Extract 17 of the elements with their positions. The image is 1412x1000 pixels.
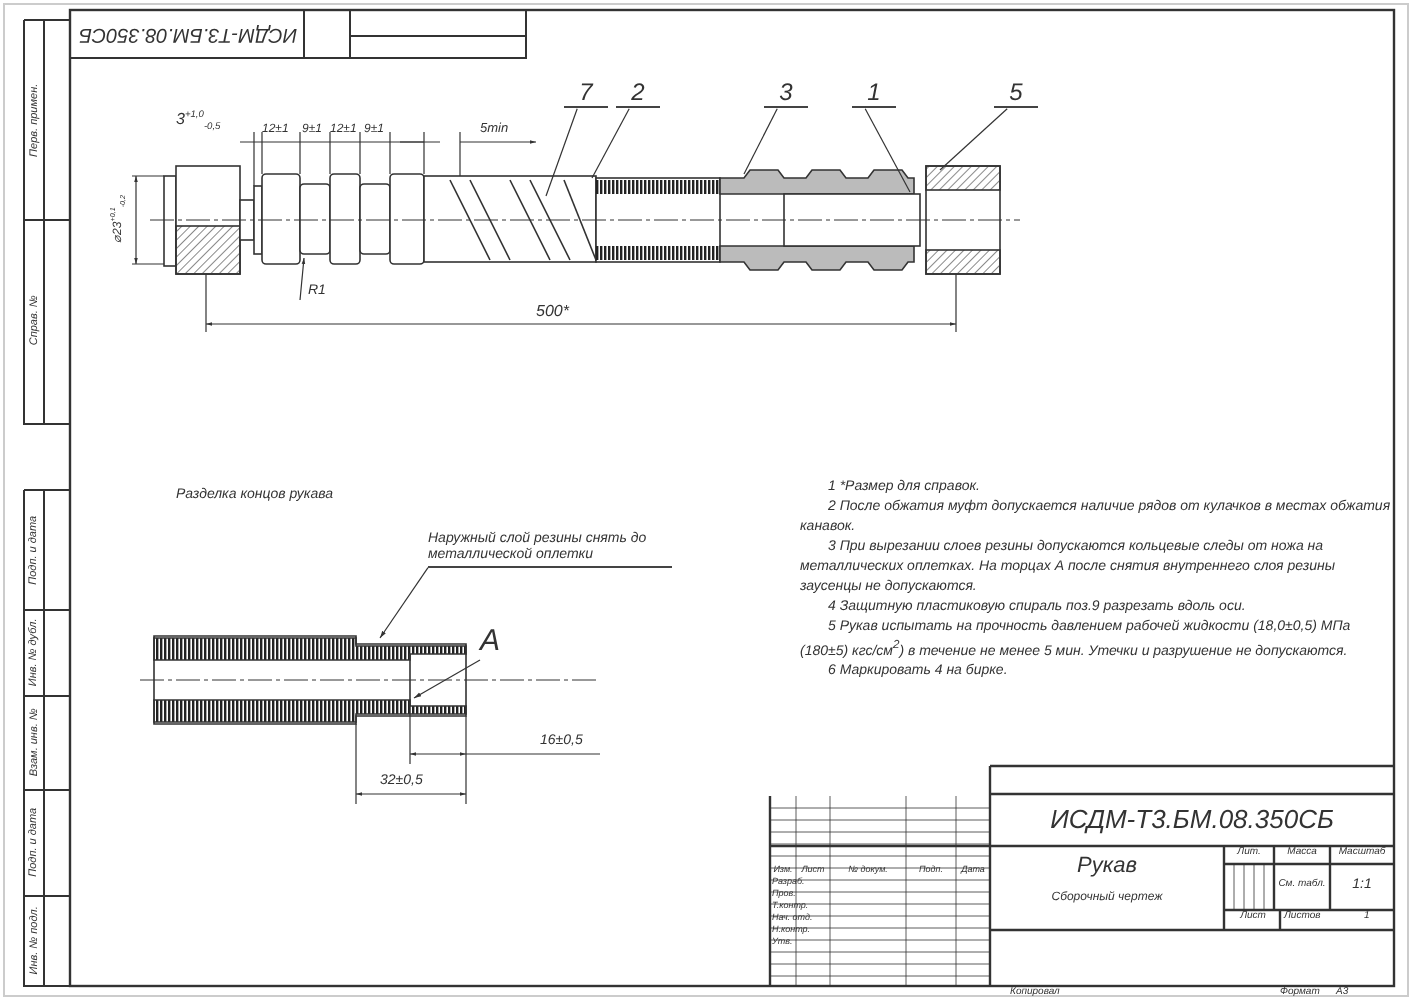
leader-line (939, 108, 1008, 171)
callout-number: 1 (852, 78, 896, 109)
document-code: ИСДМ-Т3.БМ.08.350СБ (1048, 806, 1336, 836)
callout-number: 3 (764, 78, 808, 109)
callout-number: 5 (994, 78, 1038, 109)
leader-line (545, 108, 578, 197)
dimension-text: 500* (536, 302, 569, 321)
leader-line (379, 566, 429, 639)
leader-line (743, 108, 778, 175)
leader-line (591, 108, 630, 179)
section-letter: A (480, 624, 508, 660)
title-block-text: Рукав (1075, 854, 1139, 880)
leader-line (864, 108, 911, 193)
callout-number: 7 (564, 78, 608, 109)
leader-line (413, 659, 481, 699)
document-code: ИСДМ-Т3.БМ.08.350СБ (76, 22, 300, 45)
callout-number: 2 (616, 78, 660, 109)
